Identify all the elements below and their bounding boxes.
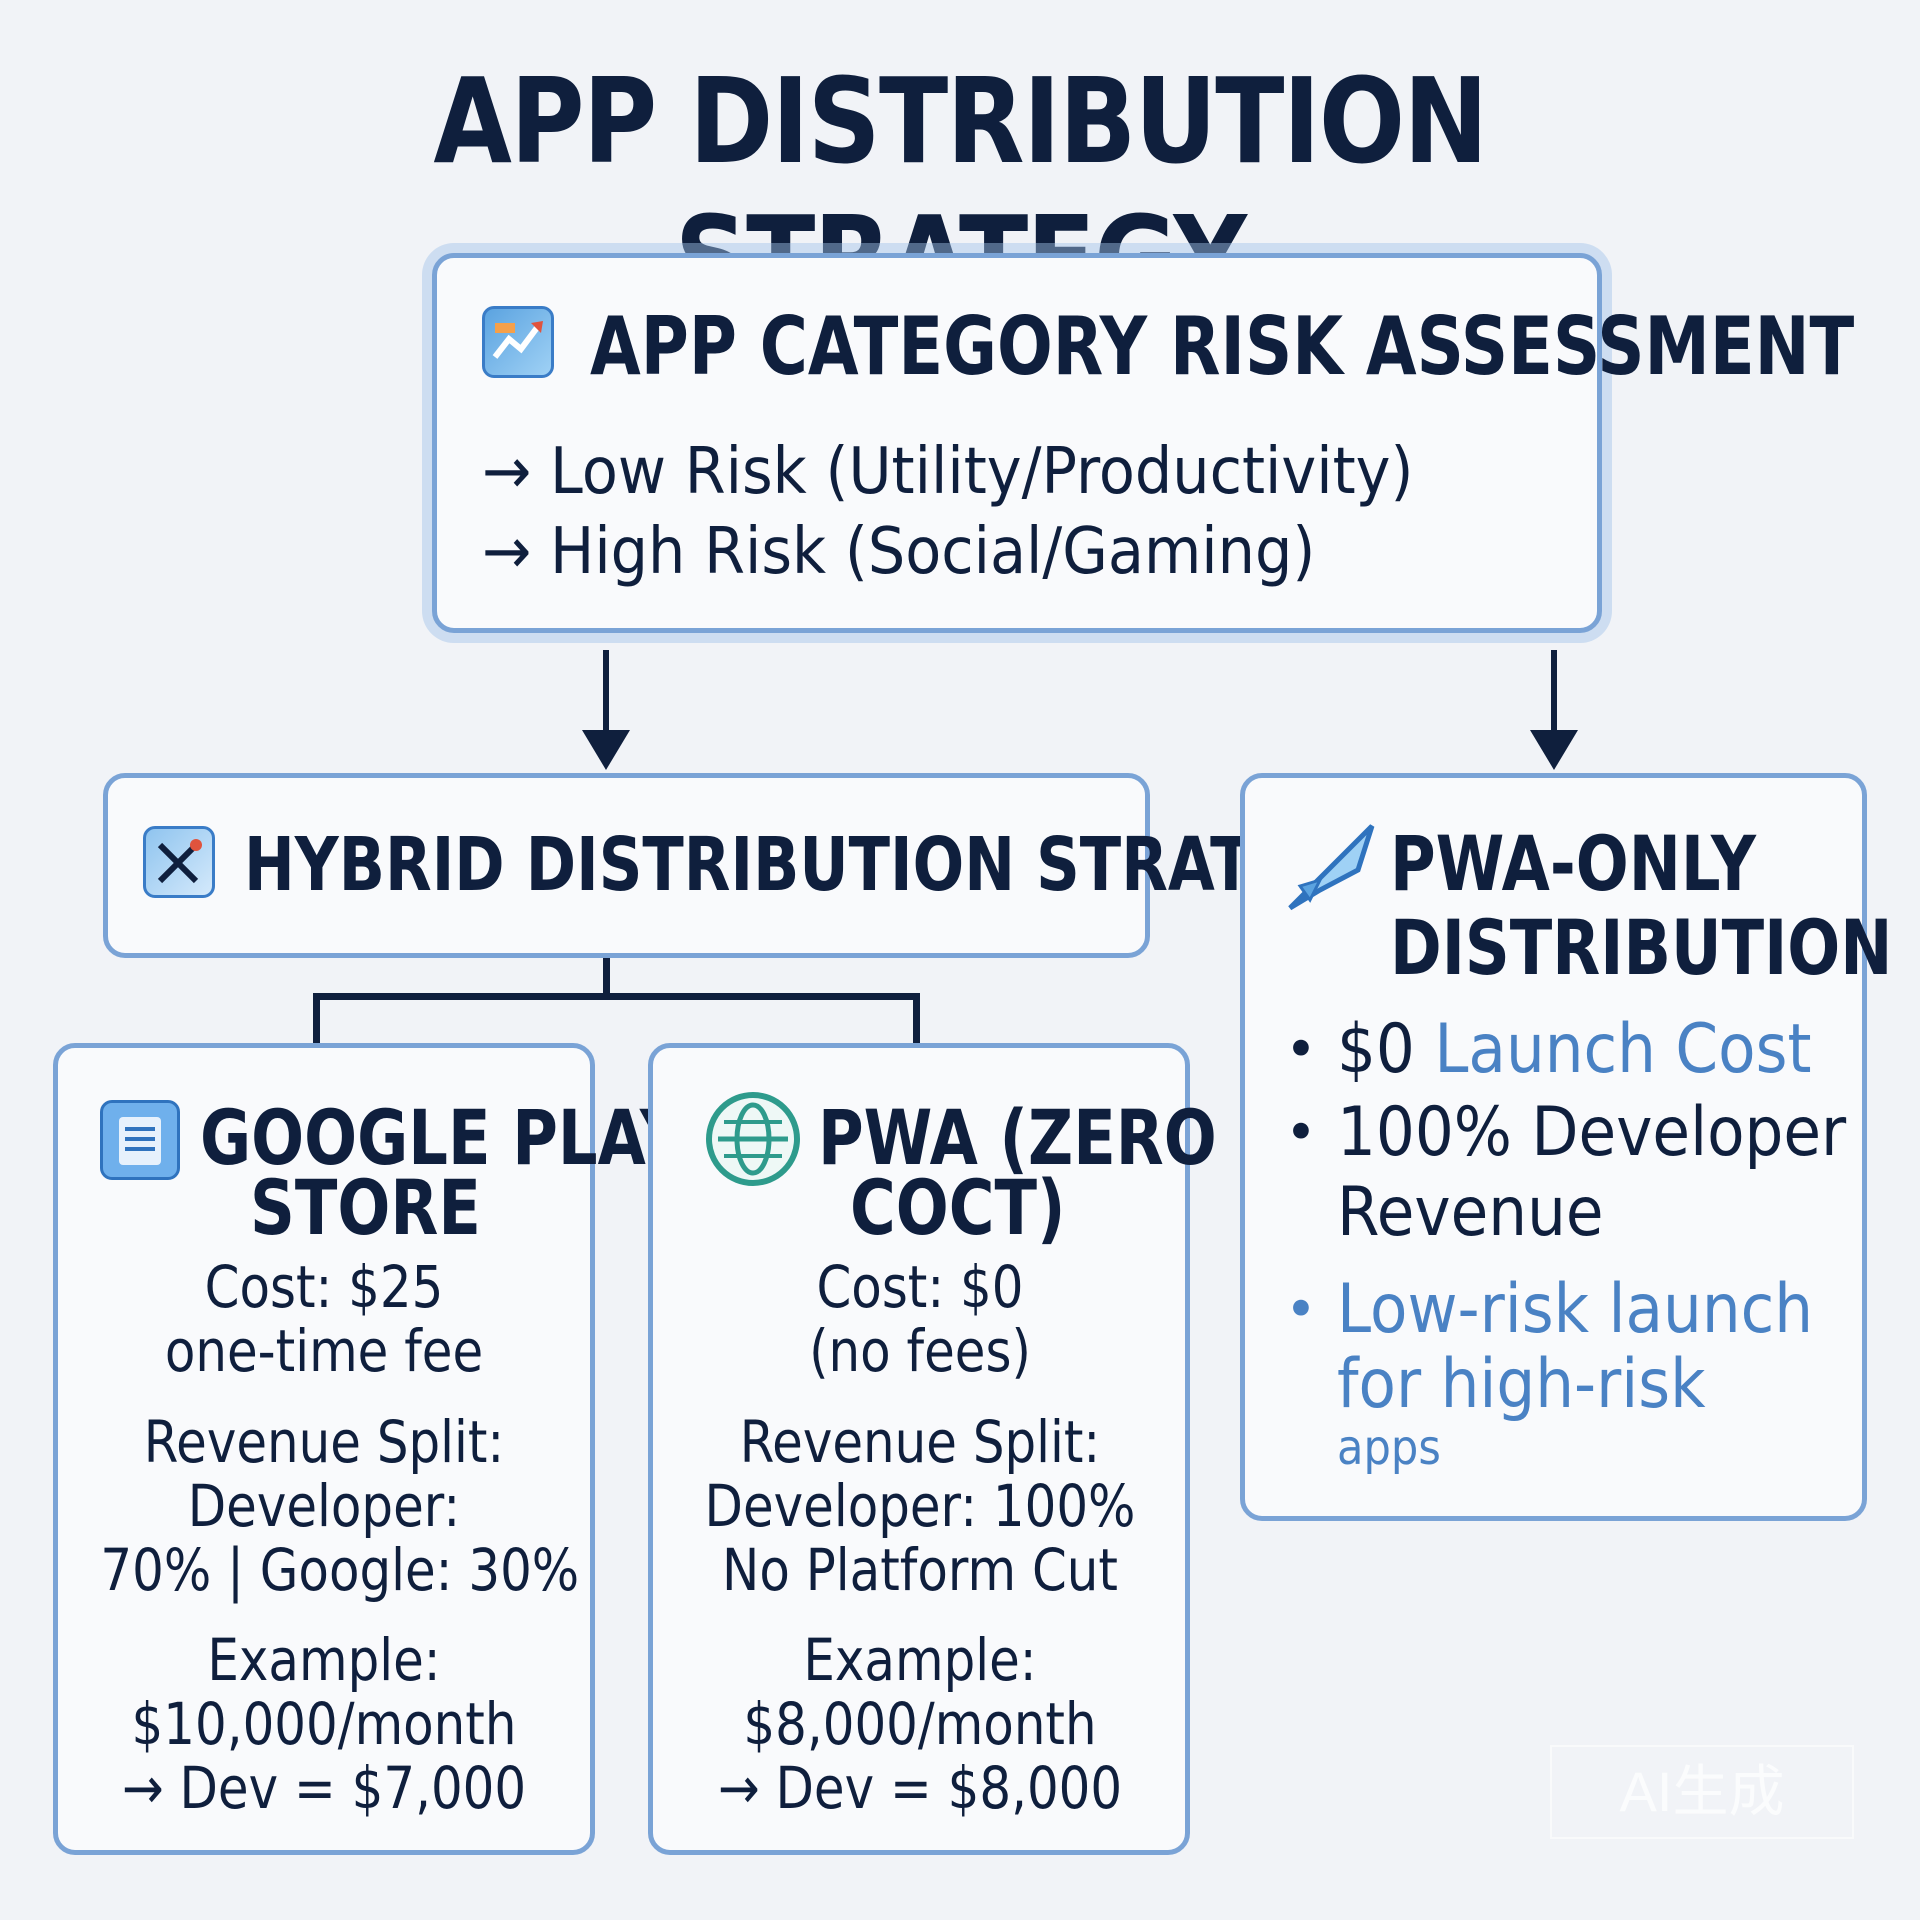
document-icon: [100, 1100, 180, 1180]
launch-cost-label: Launch Cost: [1434, 1010, 1812, 1089]
arrow-left-head: [582, 730, 630, 770]
split-line1: Revenue Split:: [143, 1408, 505, 1476]
hybrid-strategy-heading: HYBRID DISTRIBUTION STRATEGY: [244, 822, 1386, 908]
globe-icon: [706, 1092, 800, 1186]
arrow-right-shaft: [1551, 650, 1557, 740]
rocket-icon: [1280, 820, 1380, 920]
connector-right-drop: [913, 993, 920, 1045]
example-line1: Example:: [803, 1626, 1037, 1694]
bullet-dot: •: [1285, 1018, 1317, 1081]
split-line2: Developer: 100%: [704, 1472, 1136, 1540]
watermark: AI生成: [1550, 1745, 1854, 1839]
split-line3: 70% | Google: 30%: [100, 1536, 580, 1604]
pwa-heading-line1: PWA (ZERO: [818, 1093, 1217, 1182]
bullet-dot: •: [1285, 1101, 1317, 1164]
pwa-only-heading-line2: DISTRIBUTION: [1390, 903, 1893, 992]
cost-line2: (no fees): [809, 1317, 1031, 1385]
example-line2: $8,000/month: [743, 1690, 1097, 1758]
revenue-line1: 100% Developer: [1337, 1093, 1847, 1172]
chart-icon: [482, 306, 554, 378]
connector-horizontal: [313, 993, 920, 1000]
pwa-heading-line2: COCT): [850, 1163, 1066, 1252]
risk-assessment-heading: APP CATEGORY RISK ASSESSMENT: [590, 300, 1855, 393]
lowrisk-line2: for high-risk: [1337, 1345, 1706, 1424]
google-play-cost: Cost: $25 one-time fee: [64, 1255, 584, 1383]
cost-line1: Cost: $0: [816, 1253, 1024, 1321]
hybrid-strategy-box: [103, 773, 1150, 958]
arrow-right-head: [1530, 730, 1578, 770]
arrow-left-shaft: [603, 650, 609, 740]
low-risk-item: → Low Risk (Utility/Productivity): [482, 435, 1414, 509]
high-risk-item: → High Risk (Social/Gaming): [482, 515, 1316, 589]
connector-left-drop: [313, 993, 320, 1045]
pwa-example: Example: $8,000/month → Dev = $8,000: [660, 1628, 1180, 1820]
pwa-split: Revenue Split: Developer: 100% No Platfo…: [660, 1410, 1180, 1602]
lowrisk-line1: Low-risk launch: [1337, 1270, 1814, 1349]
google-play-heading-line2: STORE: [250, 1163, 481, 1252]
example-line3: → Dev = $8,000: [717, 1754, 1123, 1822]
example-line2: $10,000/month: [131, 1690, 517, 1758]
example-line3: → Dev = $7,000: [121, 1754, 527, 1822]
pwa-only-box: [1240, 773, 1867, 1521]
example-line1: Example:: [207, 1626, 441, 1694]
google-play-split: Revenue Split: Developer: 70% | Google: …: [64, 1410, 584, 1602]
launch-cost-value: $0: [1337, 1010, 1435, 1089]
connector-vertical: [603, 958, 610, 1000]
bullet-dot: •: [1285, 1278, 1317, 1341]
split-line2: Developer:: [187, 1472, 461, 1540]
risk-assessment-box: [432, 253, 1602, 633]
google-play-heading-line1: GOOGLE PLAY: [200, 1093, 686, 1182]
pwa-only-heading-line1: PWA-ONLY: [1390, 819, 1756, 908]
pwa-only-heading: PWA-ONLY DISTRIBUTION: [1390, 822, 1892, 990]
google-play-example: Example: $10,000/month → Dev = $7,000: [64, 1628, 584, 1820]
revenue-line2: Revenue: [1337, 1173, 1604, 1252]
tools-icon: [143, 826, 215, 898]
split-line1: Revenue Split:: [739, 1408, 1101, 1476]
split-line3: No Platform Cut: [722, 1536, 1118, 1604]
pwa-cost: Cost: $0 (no fees): [660, 1255, 1180, 1383]
lowrisk-line3: apps: [1337, 1420, 1441, 1476]
cost-line1: Cost: $25: [204, 1253, 444, 1321]
cost-line2: one-time fee: [164, 1317, 484, 1385]
